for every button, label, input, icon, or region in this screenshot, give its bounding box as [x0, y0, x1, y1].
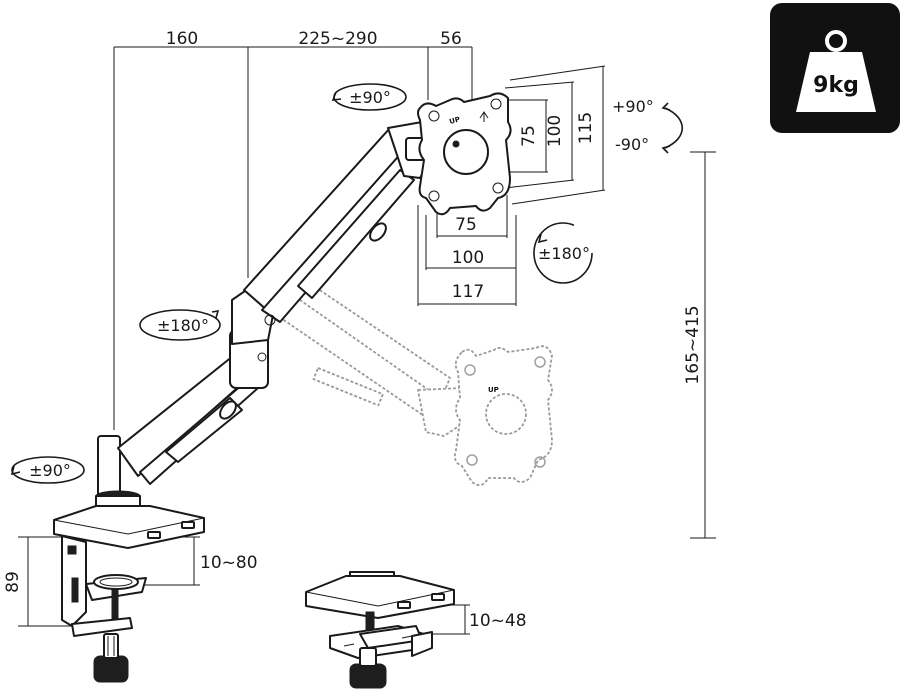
rot-tilt-down-label: -90°: [615, 135, 649, 154]
weight-badge: 9kg: [770, 3, 900, 133]
arm-pole: [97, 435, 121, 499]
vesa-up-label: UP: [448, 115, 461, 126]
grommet-clamp: [305, 571, 455, 689]
weight-icon: [796, 30, 876, 112]
rotation-vesa-spin: ±180°: [533, 222, 593, 284]
ghost-up-label: UP: [488, 386, 499, 394]
rot-vesa-spin-label: ±180°: [538, 244, 590, 263]
dim-clamp-range: 10~80: [200, 553, 258, 573]
dim-vesa-v-100: 100: [545, 115, 565, 147]
dim-vesa-h-75: 75: [455, 215, 477, 235]
dim-vesa-v-115: 115: [576, 112, 596, 144]
dim-vesa-h-117: 117: [452, 282, 484, 302]
rot-elbow-label: ±180°: [157, 316, 209, 335]
vesa-vertical-dims: [490, 65, 606, 205]
dim-height-range: 165~415: [683, 305, 703, 384]
rot-vesa-top-label: ±90°: [349, 88, 391, 107]
upper-arm: [243, 127, 419, 319]
weight-label: 9kg: [813, 73, 859, 98]
rot-tilt-up-label: +90°: [612, 97, 654, 116]
height-range-dim: [690, 151, 716, 539]
dim-grommet-range: 10~48: [469, 611, 527, 631]
dim-clamp-height: 89: [3, 571, 23, 593]
dim-vesa-v-75: 75: [519, 125, 539, 147]
dim-vesa-h-100: 100: [452, 248, 484, 268]
rot-base-label: ±90°: [29, 461, 71, 480]
vesa-mount-plate: UP: [417, 92, 512, 216]
rotation-vesa-top: ±90°: [331, 83, 407, 111]
top-dimension-lines: [113, 46, 473, 430]
dim-top-right: 56: [440, 29, 462, 49]
grommet-top-plate: [305, 575, 455, 619]
desk-clamp: [53, 490, 205, 683]
rotation-base: ±90°: [10, 456, 85, 484]
dim-top-left: 160: [166, 29, 198, 49]
rotation-elbow: ±180°: [139, 309, 221, 341]
main-arm: [97, 121, 431, 499]
ghost-arm-lowered: UP: [257, 269, 553, 487]
dim-top-mid: 225~290: [298, 29, 377, 49]
rotation-tilt: +90° -90°: [612, 97, 683, 154]
